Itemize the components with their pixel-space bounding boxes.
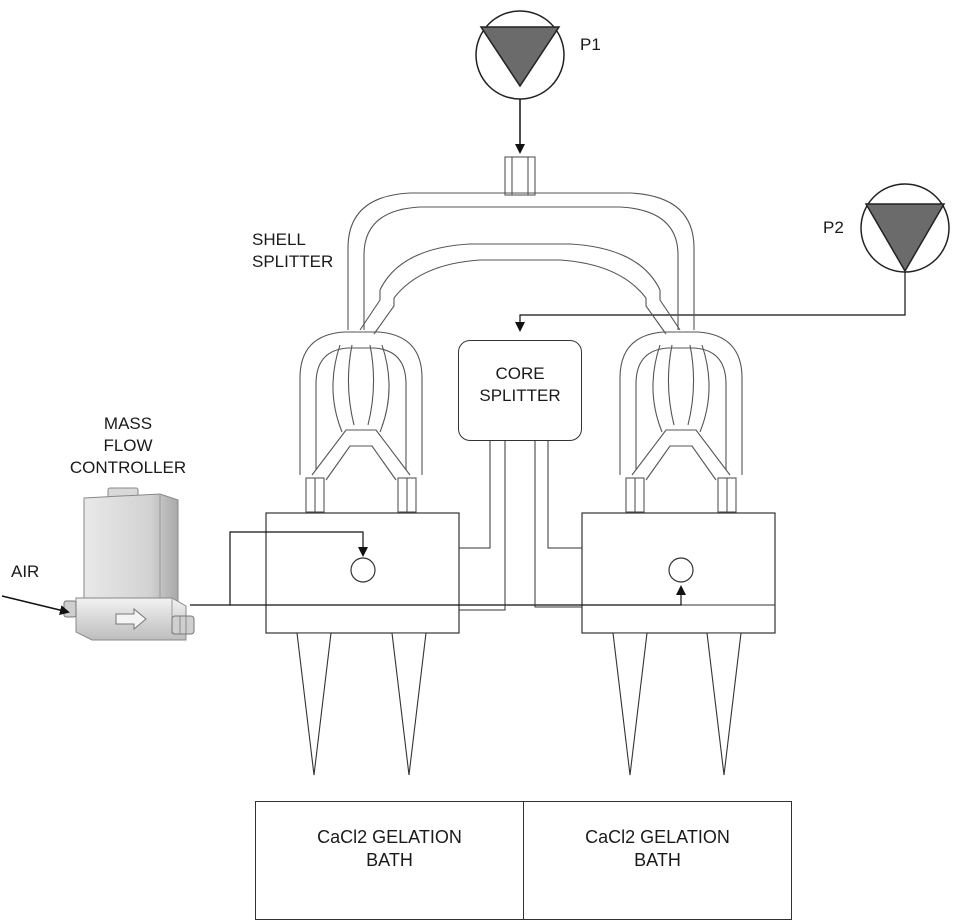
right-shell-manifold	[619, 331, 743, 513]
left-gelation-bath: CaCl2 GELATION BATH	[255, 801, 524, 920]
right-gelation-bath: CaCl2 GELATION BATH	[523, 801, 792, 920]
air-label: AIR	[11, 562, 40, 581]
left-bath-label-line-1: CaCl2 GELATION	[317, 827, 462, 847]
mfc-label-line-3: CONTROLLER	[69, 458, 187, 477]
left-air-port	[350, 557, 376, 583]
left-bath-label-line-2: BATH	[366, 850, 413, 870]
left-shell-manifold	[299, 331, 423, 513]
pump-p1-label: P1	[580, 35, 601, 54]
shell-splitter-label-line-2: SPLITTER	[252, 252, 334, 271]
core-splitter: CORE SPLITTER	[458, 340, 582, 441]
right-needles	[612, 632, 742, 776]
mfc-label-line-2: FLOW	[103, 436, 153, 455]
shell-splitter-label-line-1: SHELL	[252, 230, 306, 249]
pump-p2-icon	[860, 183, 950, 273]
p2-feed-line	[515, 272, 906, 332]
right-bath-label-line-2: BATH	[634, 850, 681, 870]
right-air-port	[668, 557, 694, 583]
shell-splitter	[347, 156, 695, 335]
left-needles	[296, 632, 427, 776]
shell-splitter-label: SHELL SPLITTER	[252, 229, 333, 273]
air-line-right	[230, 585, 686, 606]
mfc-label-line-1: MASS	[103, 414, 153, 433]
core-splitter-label-line-2: SPLITTER	[479, 386, 561, 405]
pump-p1-icon	[475, 10, 565, 100]
core-feed-lines	[459, 441, 582, 611]
air-line-left	[190, 531, 368, 606]
pump-p2-label: P2	[823, 218, 844, 237]
mass-flow-controller-label: MASS FLOW CONTROLLER	[52, 413, 204, 479]
right-bath-label-line-1: CaCl2 GELATION	[585, 827, 730, 847]
mass-flow-controller-icon	[63, 487, 195, 641]
core-splitter-label-line-1: CORE	[495, 364, 545, 383]
air-inlet-arrow	[1, 595, 70, 615]
